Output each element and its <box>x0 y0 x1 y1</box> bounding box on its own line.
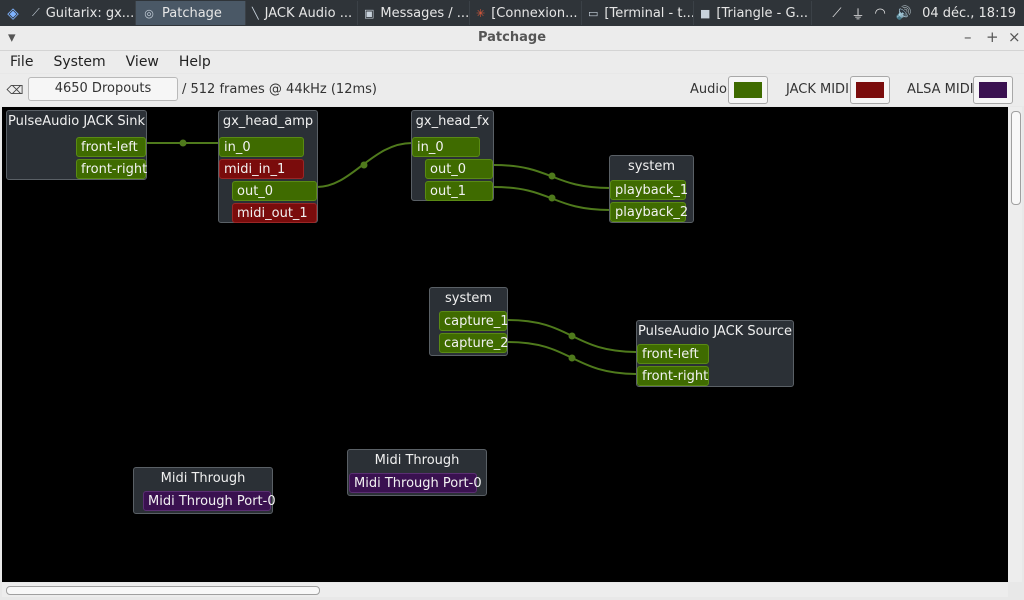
maximize-icon[interactable]: + <box>986 28 999 46</box>
toolbar: ⌫ 4650 Dropouts / 512 frames @ 44kHz (12… <box>0 74 1024 106</box>
patchage-icon: ◎ <box>144 6 154 20</box>
minimize-icon[interactable]: – <box>964 28 972 46</box>
port-out-0[interactable]: out_0 <box>232 181 317 201</box>
guitarix-icon: ⟋ <box>32 6 40 19</box>
module-system-capture[interactable]: system capture_1 capture_2 <box>429 287 509 356</box>
clock[interactable]: 04 déc., 18:19 <box>922 5 1016 21</box>
module-gx-head-amp[interactable]: gx_head_amp in_0 midi_in_1 out_0 midi_ou… <box>218 110 318 223</box>
task-label: Guitarix: gx... <box>45 5 135 21</box>
connexion-icon: ✳ <box>476 6 486 20</box>
module-title: PulseAudio JACK Source <box>638 324 792 339</box>
connection-handle <box>548 194 556 202</box>
port-front-right[interactable]: front-right <box>637 366 709 386</box>
connection-handle <box>179 139 187 147</box>
task-label: [Terminal - t... <box>604 5 694 21</box>
jack-midi-color-swatch <box>856 82 884 98</box>
task-guitarix[interactable]: ⟋ Guitarix: gx... <box>26 1 136 25</box>
module-title: gx_head_amp <box>222 114 314 129</box>
port-front-right[interactable]: front-right <box>76 159 147 179</box>
taskbar: ◈ ⟋ Guitarix: gx... ◎ Patchage ╲ JACK Au… <box>0 0 1024 26</box>
menubar: File System View Help <box>0 51 1024 73</box>
port-out-1[interactable]: out_1 <box>425 181 493 201</box>
legend-alsa-midi-label: ALSA MIDI <box>907 82 974 97</box>
jack-icon: ╲ <box>252 6 259 20</box>
horizontal-scroll-thumb[interactable] <box>6 586 320 595</box>
task-connexion[interactable]: ✳ [Connexion... <box>470 1 582 25</box>
task-label: [Connexion... <box>491 5 578 21</box>
messages-icon: ▣ <box>364 6 375 20</box>
port-capture-2[interactable]: capture_2 <box>439 333 509 353</box>
vertical-scrollbar[interactable] <box>1008 107 1022 582</box>
connection-handle <box>568 332 576 340</box>
task-terminal[interactable]: ▭ [Terminal - t... <box>582 1 694 25</box>
port-midi-out-1[interactable]: midi_out_1 <box>232 203 317 223</box>
module-title: gx_head_fx <box>415 114 490 129</box>
module-gx-head-fx[interactable]: gx_head_fx in_0 out_0 out_1 <box>411 110 494 201</box>
task-label: [Triangle - G... <box>716 5 808 21</box>
port-out-0[interactable]: out_0 <box>425 159 493 179</box>
module-title: system <box>445 291 492 306</box>
folder-icon: ■ <box>700 6 711 20</box>
start-menu-icon[interactable]: ◈ <box>7 4 19 22</box>
port-in-0[interactable]: in_0 <box>412 137 480 157</box>
menu-help[interactable]: Help <box>178 54 211 70</box>
clear-dropouts-icon[interactable]: ⌫ <box>6 83 24 97</box>
dropouts-field[interactable]: 4650 Dropouts <box>28 77 178 101</box>
task-label: Messages / ... <box>380 5 470 21</box>
patch-canvas[interactable]: PulseAudio JACK Sink front-left front-ri… <box>2 107 1008 582</box>
task-triangle[interactable]: ■ [Triangle - G... <box>694 1 812 25</box>
module-system-playback[interactable]: system playback_1 playback_2 <box>609 155 694 223</box>
close-icon[interactable]: × <box>1008 28 1021 46</box>
port-in-0[interactable]: in_0 <box>219 137 304 157</box>
window-titlebar: ▾ Patchage – + × <box>0 26 1024 51</box>
task-patchage[interactable]: ◎ Patchage <box>136 1 246 25</box>
terminal-icon: ▭ <box>588 6 599 20</box>
port-front-left[interactable]: front-left <box>637 344 709 364</box>
alsa-midi-color-button[interactable] <box>973 76 1013 104</box>
task-label: JACK Audio ... <box>264 5 353 21</box>
port-midi-through-0[interactable]: Midi Through Port-0 <box>143 491 276 511</box>
module-title: system <box>628 159 675 174</box>
vertical-scroll-thumb[interactable] <box>1011 111 1021 205</box>
port-playback-1[interactable]: playback_1 <box>610 180 688 200</box>
volume-icon[interactable]: 🔊 <box>895 5 913 21</box>
legend-jack-midi-label: JACK MIDI <box>786 82 849 97</box>
window-title: Patchage <box>477 30 547 45</box>
buffer-info: / 512 frames @ 44kHz (12ms) <box>182 82 377 97</box>
port-midi-through-0[interactable]: Midi Through Port-0 <box>349 473 482 493</box>
window-menu-icon[interactable]: ▾ <box>8 28 16 46</box>
menu-view[interactable]: View <box>125 54 159 70</box>
system-tray: ⟋ ⏚ ◠ 🔊 04 déc., 18:19 <box>832 4 1024 23</box>
power-plug-icon[interactable]: ⏚ <box>851 7 865 23</box>
audio-color-button[interactable] <box>728 76 768 104</box>
menu-system[interactable]: System <box>53 54 106 70</box>
module-title: PulseAudio JACK Sink <box>8 114 145 129</box>
legend-audio-label: Audio <box>690 82 727 97</box>
port-playback-2[interactable]: playback_2 <box>610 202 688 222</box>
port-capture-1[interactable]: capture_1 <box>439 311 509 331</box>
module-pulseaudio-sink[interactable]: PulseAudio JACK Sink front-left front-ri… <box>6 110 147 180</box>
port-front-left[interactable]: front-left <box>76 137 146 157</box>
module-title: Midi Through <box>160 471 246 486</box>
port-midi-in-1[interactable]: midi_in_1 <box>219 159 304 179</box>
module-midi-through[interactable]: Midi Through Midi Through Port-0 <box>133 467 276 514</box>
alsa-midi-color-swatch <box>979 82 1007 98</box>
module-midi-through[interactable]: Midi Through Midi Through Port-0 <box>347 449 487 496</box>
connection-handle <box>568 354 576 362</box>
wifi-icon[interactable]: ◠ <box>874 5 886 21</box>
module-title: Midi Through <box>374 453 460 468</box>
task-label: Patchage <box>162 5 222 21</box>
module-pulseaudio-source[interactable]: PulseAudio JACK Source front-left front-… <box>636 320 794 387</box>
horizontal-scrollbar[interactable] <box>2 583 1008 597</box>
audio-color-swatch <box>734 82 762 98</box>
connection-handle <box>548 172 556 180</box>
connections-layer <box>146 139 638 375</box>
microphone-icon[interactable]: ⟋ <box>832 5 842 21</box>
task-messages[interactable]: ▣ Messages / ... <box>358 1 470 25</box>
task-jack[interactable]: ╲ JACK Audio ... <box>246 1 358 25</box>
connection-handle <box>360 161 368 169</box>
menu-file[interactable]: File <box>10 54 34 70</box>
jack-midi-color-button[interactable] <box>850 76 890 104</box>
